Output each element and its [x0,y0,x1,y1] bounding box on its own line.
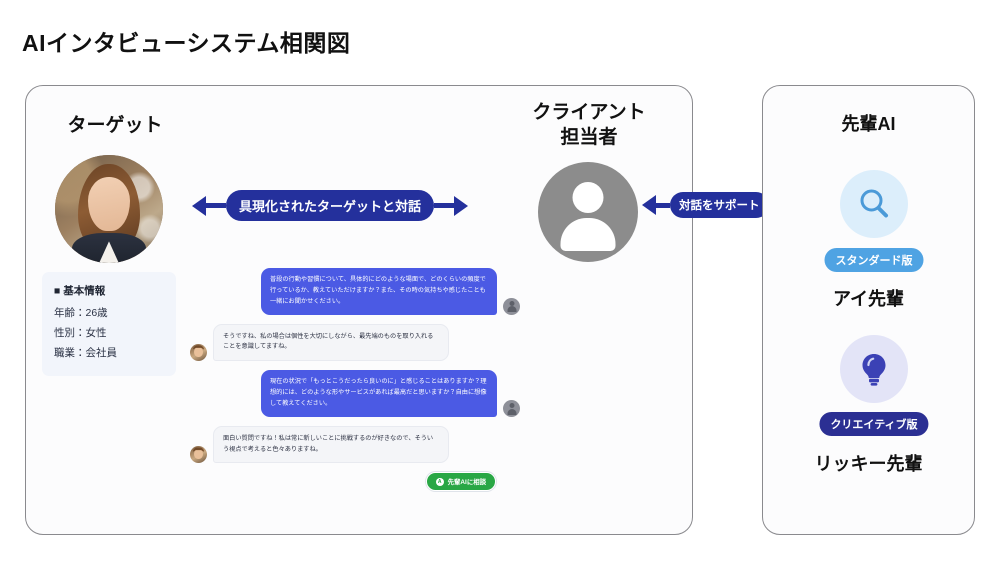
chat-message-row: 現在の状況で「もっとこうだったら良いのに」と感じることはありますか？理想的には、… [190,370,520,417]
badge-creative: クリエイティブ版 [819,412,929,436]
chat-bubble-user: そうですね、私の場合は個性を大切にしながら、最先端のものを取り入れることを意識し… [213,323,449,362]
arrow-label-support: 対話をサポート [670,192,769,218]
arrow-shaft-left [206,203,226,208]
chat-message-row: 面白い質問ですね！私は常に新しいことに挑戦するのが好きなので、そういう視点で考え… [190,425,520,464]
basic-info-title: ■ 基本情報 [54,285,106,297]
target-basic-info-card: ■ 基本情報 年齢：26歳 性別：女性 職業：会社員 [42,272,176,376]
page-title: AIインタビューシステム相関図 [22,30,351,56]
sparkle-icon: A [435,477,444,486]
target-avatar-icon [190,344,207,362]
badge-standard: スタンダード版 [824,248,924,272]
senior-ai-heading: 先輩AI [841,114,896,134]
senior-ai-panel [762,85,975,535]
client-person-icon [538,162,638,262]
consult-senior-ai-button[interactable]: A 先輩AIに相談 [425,472,496,492]
ai-avatar-icon [503,297,520,315]
chat-bubble-ai: 現在の状況で「もっとこうだったら良いのに」と感じることはありますか？理想的には、… [261,370,497,417]
arrow-label-target-dialog: 具現化されたターゲットと対話 [226,190,435,221]
basic-info-age: 年齢：26歳 [54,306,108,319]
chat-message-row: そうですね、私の場合は個性を大切にしながら、最先端のものを取り入れることを意識し… [190,323,520,362]
target-heading: ターゲット [67,115,163,136]
chat-bubble-user: 面白い質問ですね！私は常に新しいことに挑戦するのが好きなので、そういう視点で考え… [213,425,449,464]
chat-bubble-ai: 普段の行動や習慣について、具体的にどのような場面で、どのくらいの頻度で行っている… [261,268,497,315]
lightbulb-icon [840,335,908,403]
chat-message-row: 普段の行動や習慣について、具体的にどのような場面で、どのくらいの頻度で行っている… [190,268,520,315]
client-heading-line1: クライアント [532,102,646,123]
magnifier-icon [840,170,908,238]
target-avatar-photo [55,155,163,263]
senior-ai-name-creative: リッキー先輩 [814,454,923,474]
consult-button-row: A 先輩AIに相談 [190,472,520,492]
client-heading-line2: 担当者 [560,127,618,149]
arrow-shaft-right [434,203,455,208]
chat-thread: 普段の行動や習慣について、具体的にどのような場面で、どのくらいの頻度で行っている… [190,268,520,492]
arrow-target-dialog: 具現化されたターゲットと対話 [192,190,469,221]
basic-info-gender: 性別：女性 [54,326,107,339]
senior-ai-name-standard: アイ先輩 [832,289,905,309]
arrow-head-left-icon [192,195,206,216]
arrow-shaft-left [656,202,670,208]
ai-avatar-icon [503,399,520,417]
basic-info-occupation: 職業：会社員 [54,346,117,359]
arrow-head-right-icon [454,195,469,216]
target-avatar-icon [190,446,207,464]
consult-button-label: 先輩AIに相談 [447,479,486,487]
arrow-head-left-icon [642,195,656,215]
client-heading: クライアント 担当者 [505,100,673,150]
